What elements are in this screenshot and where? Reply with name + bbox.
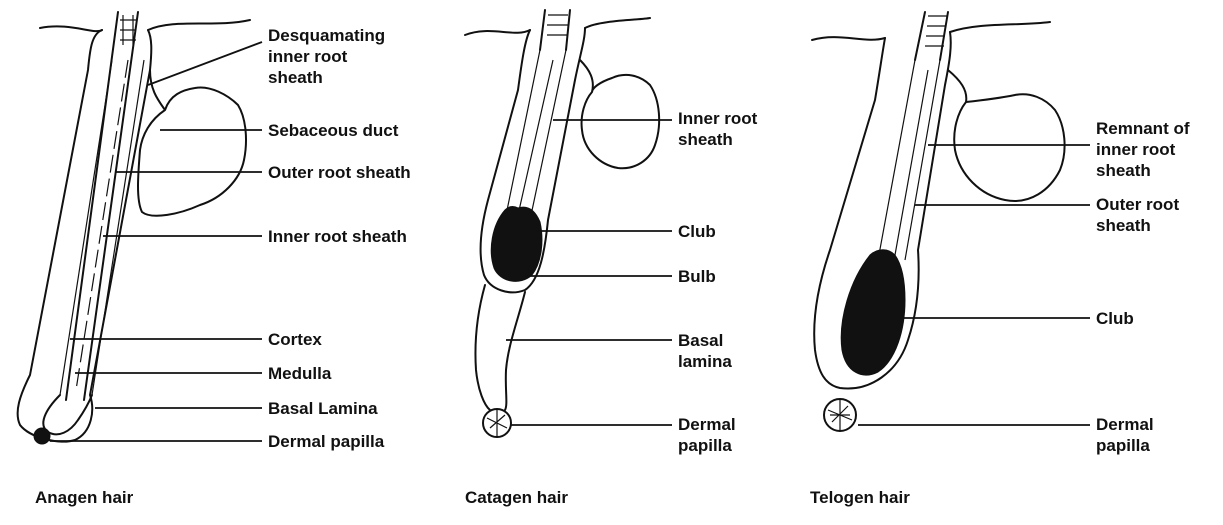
label-club-telogen: Club [1096, 308, 1134, 329]
label-outer-root-sheath: Outer root sheath [268, 162, 411, 183]
label-cortex: Cortex [268, 329, 322, 350]
label-dermal-papilla: Dermal papilla [268, 431, 384, 452]
label-outer-root-sheath-telogen: Outer root sheath [1096, 194, 1179, 236]
label-inner-root-sheath-catagen: Inner root sheath [678, 108, 757, 150]
caption-catagen-hair: Catagen hair [465, 488, 568, 508]
label-remnant-inner-root-sheath: Remnant of inner root sheath [1096, 118, 1190, 181]
label-dermal-papilla-catagen: Dermal papilla [678, 414, 736, 456]
label-bulb: Bulb [678, 266, 716, 287]
label-dermal-papilla-telogen: Dermal papilla [1096, 414, 1154, 456]
label-sebaceous-duct: Sebaceous duct [268, 120, 398, 141]
label-basal-lamina: Basal Lamina [268, 398, 378, 419]
telogen-follicle [812, 12, 1065, 431]
caption-telogen-hair: Telogen hair [810, 488, 910, 508]
label-basal-lamina-catagen: Basal lamina [678, 330, 732, 372]
catagen-follicle [465, 10, 659, 437]
caption-anagen-hair: Anagen hair [35, 488, 133, 508]
label-desquamating-inner-root-sheath: Desquamating inner root sheath [268, 25, 385, 88]
anagen-follicle [18, 12, 250, 444]
label-inner-root-sheath: Inner root sheath [268, 226, 407, 247]
label-medulla: Medulla [268, 363, 331, 384]
label-club-catagen: Club [678, 221, 716, 242]
